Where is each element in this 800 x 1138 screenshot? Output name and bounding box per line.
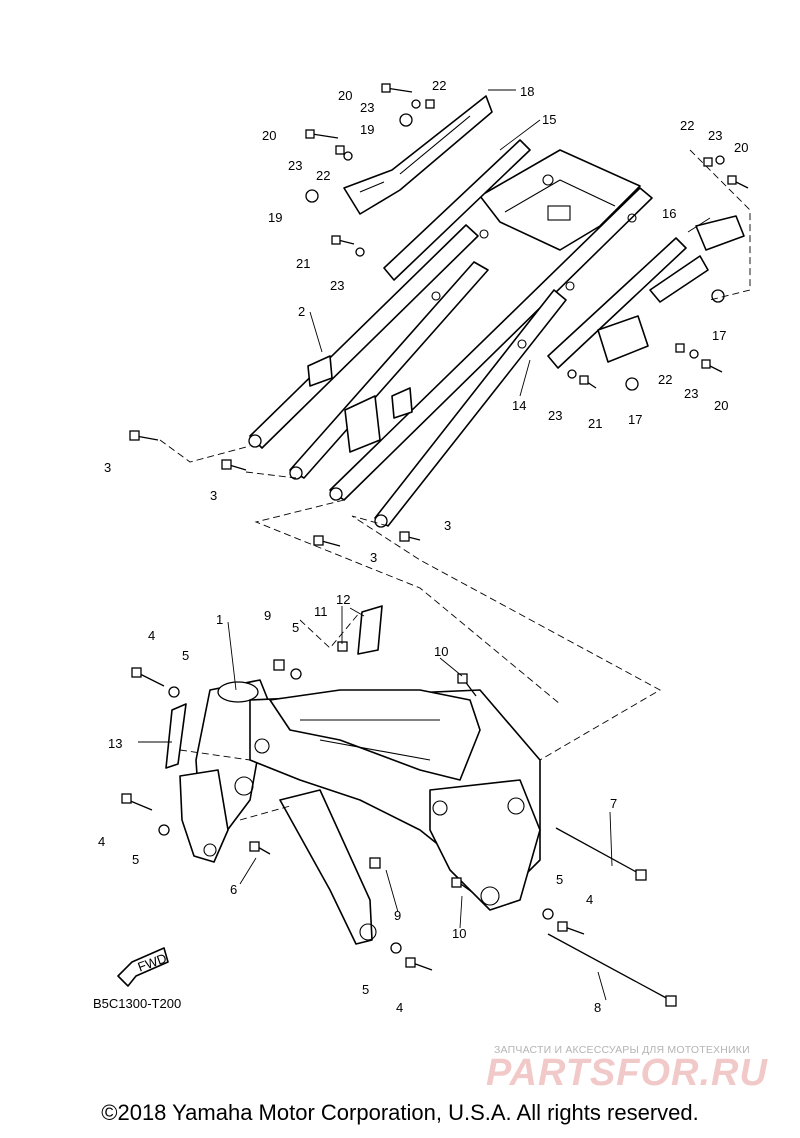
- callout-5: 5: [182, 648, 189, 663]
- upper-fasteners: [129, 83, 749, 547]
- callout-1: 1: [216, 612, 223, 627]
- callout-22: 22: [680, 118, 694, 133]
- callout-11: 11: [314, 604, 328, 619]
- callout-21: 21: [296, 256, 310, 271]
- callout-5: 5: [362, 982, 369, 997]
- callout-5: 5: [556, 872, 563, 887]
- callout-3: 3: [210, 488, 217, 503]
- callout-17: 17: [628, 412, 642, 427]
- watermark-logo: PARTSFOR.RU: [486, 1052, 768, 1094]
- callout-19: 19: [360, 122, 374, 137]
- callout-12: 12: [336, 592, 350, 607]
- callout-3: 3: [370, 550, 377, 565]
- callout-6: 6: [230, 882, 237, 897]
- callout-13: 13: [108, 736, 122, 751]
- callout-20: 20: [714, 398, 728, 413]
- callout-5: 5: [132, 852, 139, 867]
- callout-10: 10: [452, 926, 466, 941]
- assembly-lines: [159, 149, 751, 821]
- callout-7: 7: [610, 796, 617, 811]
- callout-22: 22: [658, 372, 672, 387]
- fwd-label: FWD: [136, 950, 169, 974]
- callout-15: 15: [542, 112, 556, 127]
- callout-3: 3: [104, 460, 111, 475]
- callout-20: 20: [262, 128, 276, 143]
- callout-19: 19: [268, 210, 282, 225]
- rear-subframe: [248, 139, 687, 528]
- diagram-code: B5C1300-T200: [93, 996, 182, 1011]
- callout-4: 4: [148, 628, 155, 643]
- callout-23: 23: [684, 386, 698, 401]
- fwd-arrow-icon: FWD: [117, 947, 169, 987]
- callout-8: 8: [594, 1000, 601, 1015]
- callout-18: 18: [520, 84, 534, 99]
- callout-23: 23: [708, 128, 722, 143]
- callout-3: 3: [444, 518, 451, 533]
- callouts: 20 22 18 23 19 15 20 23 22 19 21 23 22 2…: [98, 78, 748, 1015]
- callout-17: 17: [712, 328, 726, 343]
- watermark-tagline: ЗАПЧАСТИ И АКСЕССУАРЫ ДЛЯ МОТОТЕХНИКИ: [494, 1044, 750, 1056]
- leader-lines: [138, 89, 711, 1001]
- callout-2: 2: [298, 304, 305, 319]
- copyright-notice: ©2018 Yamaha Motor Corporation, U.S.A. A…: [101, 1100, 699, 1125]
- callout-16: 16: [662, 206, 676, 221]
- callout-4: 4: [396, 1000, 403, 1015]
- callout-23: 23: [360, 100, 374, 115]
- callout-20: 20: [338, 88, 352, 103]
- callout-9: 9: [264, 608, 271, 623]
- seat-lock-bracket: [343, 95, 493, 215]
- callout-23: 23: [330, 278, 344, 293]
- callout-10: 10: [434, 644, 448, 659]
- callout-23: 23: [548, 408, 562, 423]
- main-frame: [165, 605, 541, 945]
- callout-22: 22: [432, 78, 446, 93]
- callout-23: 23: [288, 158, 302, 173]
- damper-bracket: [597, 215, 745, 363]
- callout-9: 9: [394, 908, 401, 923]
- callout-14: 14: [512, 398, 526, 413]
- lower-fasteners: [121, 641, 677, 1007]
- callout-20: 20: [734, 140, 748, 155]
- callout-22: 22: [316, 168, 330, 183]
- callout-4: 4: [586, 892, 593, 907]
- callout-4: 4: [98, 834, 105, 849]
- callout-5: 5: [292, 620, 299, 635]
- callout-21: 21: [588, 416, 602, 431]
